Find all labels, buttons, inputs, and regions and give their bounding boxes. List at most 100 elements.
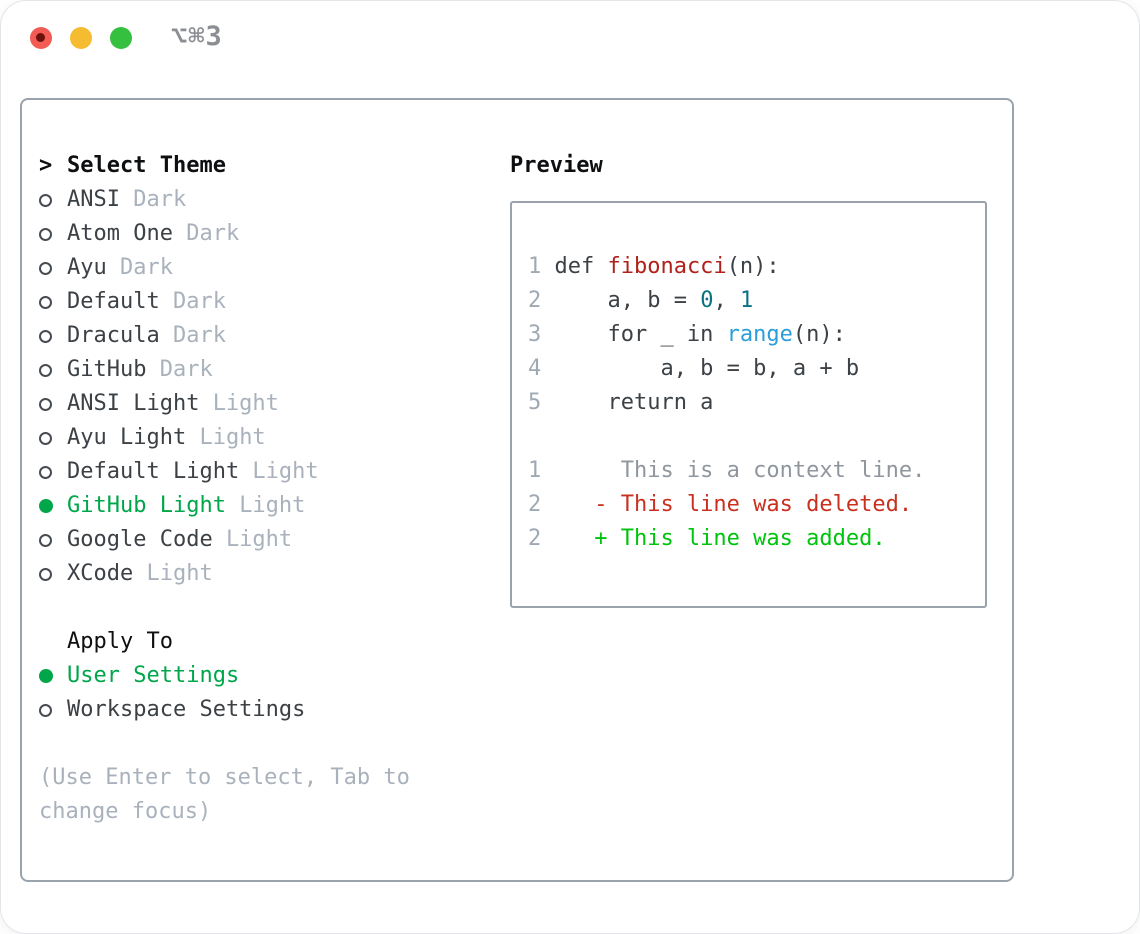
code-segment: (n): (726, 254, 780, 279)
code-line: 4 a, b = b, a + b (528, 352, 985, 386)
radio-marker (39, 431, 67, 445)
theme-category: Dark (172, 323, 226, 348)
code-line: 5 return a (528, 386, 985, 420)
theme-category: Dark (159, 357, 213, 382)
theme-category: Light (225, 527, 293, 552)
titlebar: ⌥⌘3 (1, 1, 1139, 98)
radio-icon (39, 193, 52, 207)
code-segment: for _ in (554, 322, 727, 347)
select-theme-title: Select Theme (67, 153, 226, 178)
apply-option-user-settings[interactable]: User Settings (39, 659, 494, 693)
theme-category: Light (239, 493, 306, 518)
code-segment: 0 (700, 288, 714, 313)
code-segment: return a (554, 390, 714, 415)
line-number: 2 (528, 526, 542, 551)
code-segment: def (554, 254, 608, 279)
code-segment: - This line was deleted. (554, 492, 913, 517)
theme-option-github[interactable]: GitHub Dark (39, 353, 494, 387)
code-line: 2 a, b = 0, 1 (528, 284, 985, 318)
theme-name: GitHub (67, 357, 147, 382)
radio-icon (39, 363, 52, 377)
theme-option-default-light[interactable]: Default Light Light (39, 455, 494, 489)
theme-category: Light (199, 425, 266, 450)
code-line: 2 + This line was added. (528, 522, 985, 556)
radio-icon (39, 261, 52, 275)
line-number: 2 (528, 492, 542, 517)
traffic-lights (30, 27, 132, 49)
line-number: 4 (528, 356, 542, 381)
code-segment: range (726, 322, 793, 347)
radio-marker (39, 295, 67, 309)
theme-category: Light (252, 459, 319, 484)
theme-name: ANSI Light (67, 391, 200, 416)
theme-category: Dark (133, 187, 187, 212)
radio-marker (39, 669, 67, 683)
apply-option-workspace-settings[interactable]: Workspace Settings (39, 693, 494, 727)
radio-marker (39, 567, 67, 581)
theme-name: Dracula (67, 323, 160, 348)
theme-name: Ayu (67, 255, 107, 280)
theme-option-ansi[interactable]: ANSI Dark (39, 183, 494, 217)
theme-option-ansi-light[interactable]: ANSI Light Light (39, 387, 494, 421)
radio-icon (39, 703, 52, 717)
radio-marker (39, 329, 67, 343)
code-segment: (n): (792, 322, 846, 347)
theme-category: Light (212, 391, 279, 416)
theme-category: Dark (172, 289, 226, 314)
radio-marker (39, 261, 67, 275)
preview-header-row: Preview (510, 149, 989, 183)
minimize-button[interactable] (70, 27, 92, 49)
theme-name: Default Light (67, 459, 240, 484)
window-title: ⌥⌘3 (171, 21, 223, 52)
radio-marker (39, 499, 67, 513)
line-number: 1 (528, 458, 542, 483)
radio-icon (39, 397, 52, 411)
code-segment: 1 (739, 288, 754, 313)
select-theme-header-row: > Select Theme (39, 149, 494, 183)
apply-to-title: Apply To (67, 629, 173, 654)
theme-category: Dark (186, 221, 240, 246)
code-segment: a, b = (554, 288, 701, 313)
apply-option-label: Workspace Settings (67, 697, 306, 722)
code-line (528, 420, 985, 454)
radio-marker (39, 363, 67, 377)
zoom-button[interactable] (110, 27, 132, 49)
radio-marker (39, 533, 67, 547)
close-button[interactable] (30, 27, 52, 49)
spacer (39, 727, 494, 761)
code-segment: fibonacci (607, 254, 727, 279)
prompt-caret-icon: > (39, 153, 53, 178)
theme-name: ANSI (67, 187, 120, 212)
code-line: 1 This is a context line. (528, 454, 985, 488)
code-line: 2 - This line was deleted. (528, 488, 985, 522)
apply-to-header-row: Apply To (39, 625, 494, 659)
close-button-dot-icon (36, 33, 45, 42)
help-text: (Use Enter to select, Tab to change focu… (39, 765, 410, 824)
radio-icon (39, 431, 52, 445)
theme-option-github-light[interactable]: GitHub Light Light (39, 489, 494, 523)
line-number: 5 (528, 390, 542, 415)
theme-name: GitHub Light (67, 493, 226, 518)
code-segment: a, b = b, a + b (554, 356, 860, 381)
theme-option-dracula[interactable]: Dracula Dark (39, 319, 494, 353)
radio-marker (39, 193, 67, 207)
code-segment: This is a context line. (554, 458, 926, 483)
radio-icon (39, 533, 52, 547)
radio-icon (39, 465, 52, 479)
code-segment: + This line was added. (554, 526, 886, 551)
preview-title: Preview (510, 153, 603, 178)
line-number: 3 (528, 322, 542, 347)
